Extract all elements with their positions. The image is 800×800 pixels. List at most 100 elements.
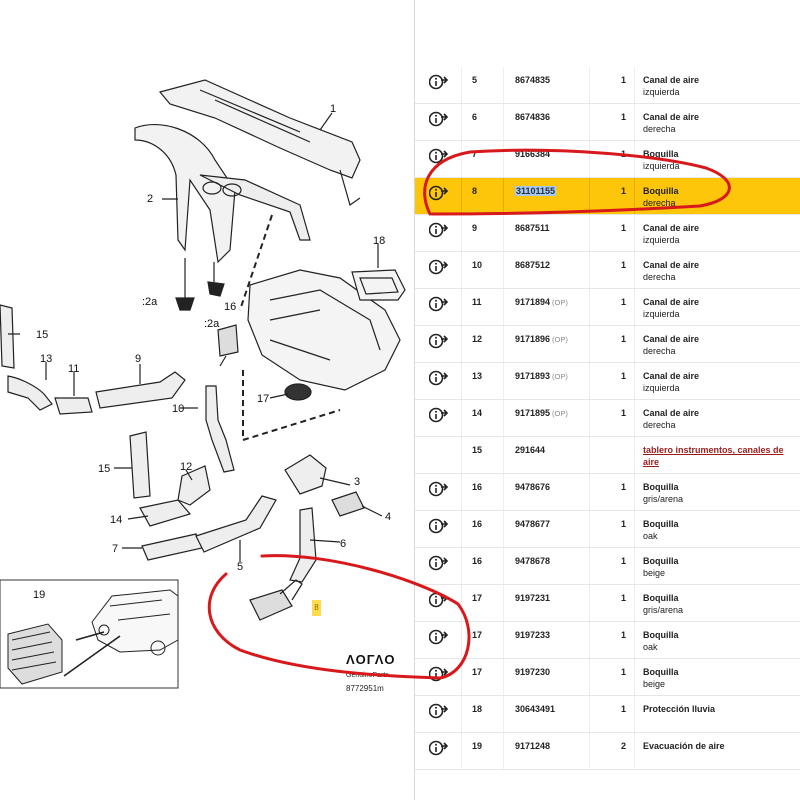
part-4-shape — [331, 491, 365, 517]
info-arrow-icon[interactable] — [429, 407, 449, 423]
info-cell[interactable] — [415, 289, 461, 325]
info-cell[interactable] — [415, 474, 461, 510]
callout-16: 16 — [224, 301, 236, 313]
info-arrow-icon[interactable] — [429, 740, 449, 756]
info-cell[interactable] — [415, 326, 461, 362]
part-variant: derecha — [643, 272, 676, 282]
info-cell[interactable] — [415, 400, 461, 436]
info-arrow-icon[interactable] — [429, 518, 449, 534]
info-arrow-icon[interactable] — [429, 74, 449, 90]
description-cell: tablero instrumentos, canales de aire — [634, 437, 800, 473]
part-number[interactable]: 8687512 — [515, 260, 551, 270]
info-cell[interactable] — [415, 252, 461, 288]
info-cell[interactable] — [415, 622, 461, 658]
part-number-cell: 9197233 — [503, 622, 589, 658]
info-cell[interactable] — [415, 733, 461, 769]
position-cell: 15 — [461, 437, 503, 473]
info-arrow-icon[interactable] — [429, 555, 449, 571]
info-arrow-icon[interactable] — [429, 259, 449, 275]
quantity: 1 — [620, 223, 626, 233]
part-number[interactable]: 9478677 — [515, 519, 551, 529]
part-number[interactable]: 9197233 — [515, 630, 551, 640]
info-arrow-icon[interactable] — [429, 296, 449, 312]
callout-6: 6 — [340, 538, 346, 550]
part-number[interactable]: 9171248 — [515, 741, 551, 751]
group-link[interactable]: tablero instrumentos, canales de aire — [643, 445, 784, 467]
info-cell[interactable] — [415, 659, 461, 695]
part-number[interactable]: 8674835 — [515, 75, 551, 85]
quantity: 1 — [620, 149, 626, 159]
position-number: 10 — [472, 260, 483, 270]
part-number[interactable]: 9171894 — [515, 297, 551, 307]
info-cell[interactable] — [415, 511, 461, 547]
part-number[interactable]: 9197231 — [515, 593, 551, 603]
info-arrow-icon[interactable] — [429, 333, 449, 349]
info-arrow-icon[interactable] — [429, 370, 449, 386]
position-cell: 17 — [461, 622, 503, 658]
info-cell[interactable] — [415, 548, 461, 584]
table-row[interactable]: 15 291644 tablero instrumentos, canales de… — [415, 437, 800, 474]
callout-11: 11 — [68, 363, 79, 375]
info-arrow-icon[interactable] — [429, 703, 449, 719]
info-arrow-icon[interactable] — [429, 185, 449, 201]
part-variant: gris/arena — [643, 494, 684, 504]
position-number: 16 — [472, 519, 483, 529]
info-arrow-icon[interactable] — [429, 222, 449, 238]
info-cell[interactable] — [415, 696, 461, 732]
part-number[interactable]: 9478678 — [515, 556, 551, 566]
part-number[interactable]: 31101155 — [515, 186, 557, 196]
info-cell[interactable] — [415, 585, 461, 621]
info-arrow-icon[interactable] — [429, 666, 449, 682]
quantity-cell: 1 — [589, 104, 634, 140]
part-number[interactable]: 8674836 — [515, 112, 551, 122]
info-arrow-icon[interactable] — [429, 629, 449, 645]
part-description: Boquilla — [643, 667, 679, 677]
part-variant: derecha — [643, 198, 676, 208]
info-arrow-icon[interactable] — [429, 592, 449, 608]
info-cell[interactable] — [415, 215, 461, 251]
part-number[interactable]: 9166384 — [515, 149, 551, 159]
position-marker-8[interactable]: 8 — [312, 600, 321, 616]
position-number: 13 — [472, 371, 483, 381]
info-arrow-icon[interactable] — [429, 111, 449, 127]
part-description: Canal de aire — [643, 75, 700, 85]
info-cell[interactable] — [415, 104, 461, 140]
part-number[interactable]: 30643491 — [515, 704, 556, 714]
part-number[interactable]: 9171895 — [515, 408, 551, 418]
part-number[interactable]: 9171893 — [515, 371, 551, 381]
callout-9: 9 — [135, 353, 141, 365]
info-cell[interactable] — [415, 363, 461, 399]
part-number[interactable]: 9197230 — [515, 667, 551, 677]
part-number[interactable]: 9171896 — [515, 334, 551, 344]
part-7-duct — [141, 533, 203, 561]
part-number[interactable]: 9478676 — [515, 482, 551, 492]
part-number[interactable]: 8687511 — [515, 223, 550, 233]
quantity-cell: 1 — [589, 363, 634, 399]
info-arrow-icon[interactable] — [429, 148, 449, 164]
info-arrow-icon[interactable] — [429, 481, 449, 497]
info-cell[interactable] — [415, 67, 461, 103]
info-cell[interactable] — [415, 141, 461, 177]
part-number[interactable]: 291644 — [515, 445, 546, 455]
info-cell[interactable] — [415, 178, 461, 214]
callout-7: 7 — [112, 543, 118, 555]
